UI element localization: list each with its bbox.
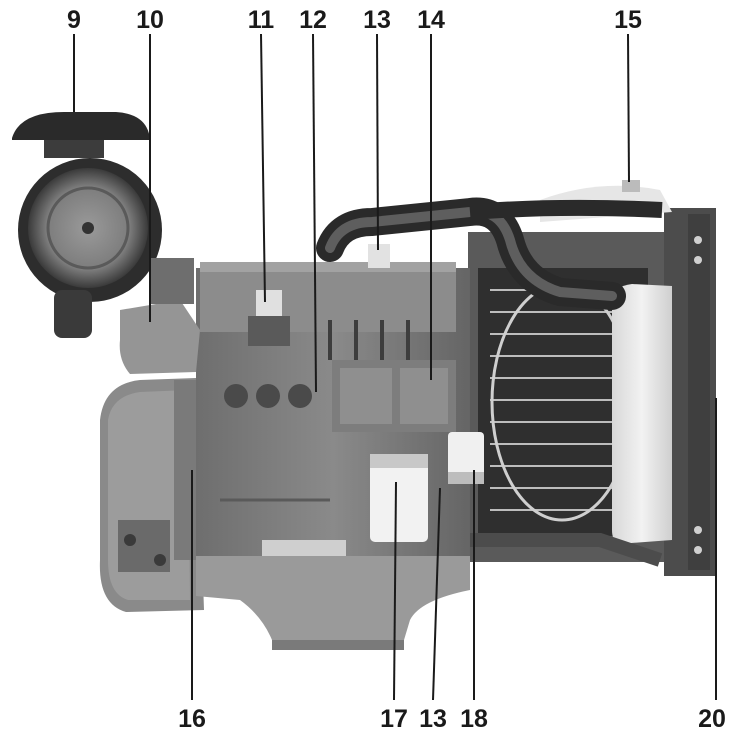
leader-12 — [312, 33, 317, 393]
oil-filter — [370, 454, 428, 542]
air-filter — [12, 112, 162, 338]
callout-20: 20 — [698, 705, 726, 733]
leader-lines — [73, 33, 717, 701]
intake-bracket — [119, 258, 200, 374]
engine-block — [196, 262, 470, 558]
callout-15: 15 — [614, 6, 642, 34]
engine-illustration — [12, 112, 716, 650]
callout-10: 10 — [136, 6, 164, 34]
callout-12: 12 — [299, 6, 327, 34]
lower-hose — [470, 533, 663, 567]
fuel-lift-pump — [248, 290, 290, 346]
callout-18: 18 — [460, 705, 488, 733]
leader-15 — [627, 33, 630, 183]
leader-17 — [393, 481, 397, 701]
callout-16: 16 — [178, 705, 206, 733]
callout-9: 9 — [67, 6, 81, 34]
callout-labels-top: 9 10 11 12 13 14 15 — [67, 6, 642, 34]
radiator-core — [612, 284, 672, 544]
leader-13-bottom — [432, 487, 441, 701]
callout-14: 14 — [417, 6, 445, 34]
thermostat-housing — [368, 244, 390, 268]
callout-13-top: 13 — [363, 6, 391, 34]
fuel-filter — [448, 432, 484, 484]
upper-radiator-hose — [316, 197, 663, 310]
leader-11 — [260, 33, 266, 303]
callout-17: 17 — [380, 705, 408, 733]
oil-sump — [196, 556, 470, 650]
leader-13-top — [376, 33, 379, 251]
callout-11: 11 — [248, 6, 275, 34]
callout-labels-bottom: 16 17 13 18 20 — [178, 705, 726, 733]
flywheel-housing — [99, 378, 204, 612]
callout-13-bottom: 13 — [419, 705, 447, 733]
